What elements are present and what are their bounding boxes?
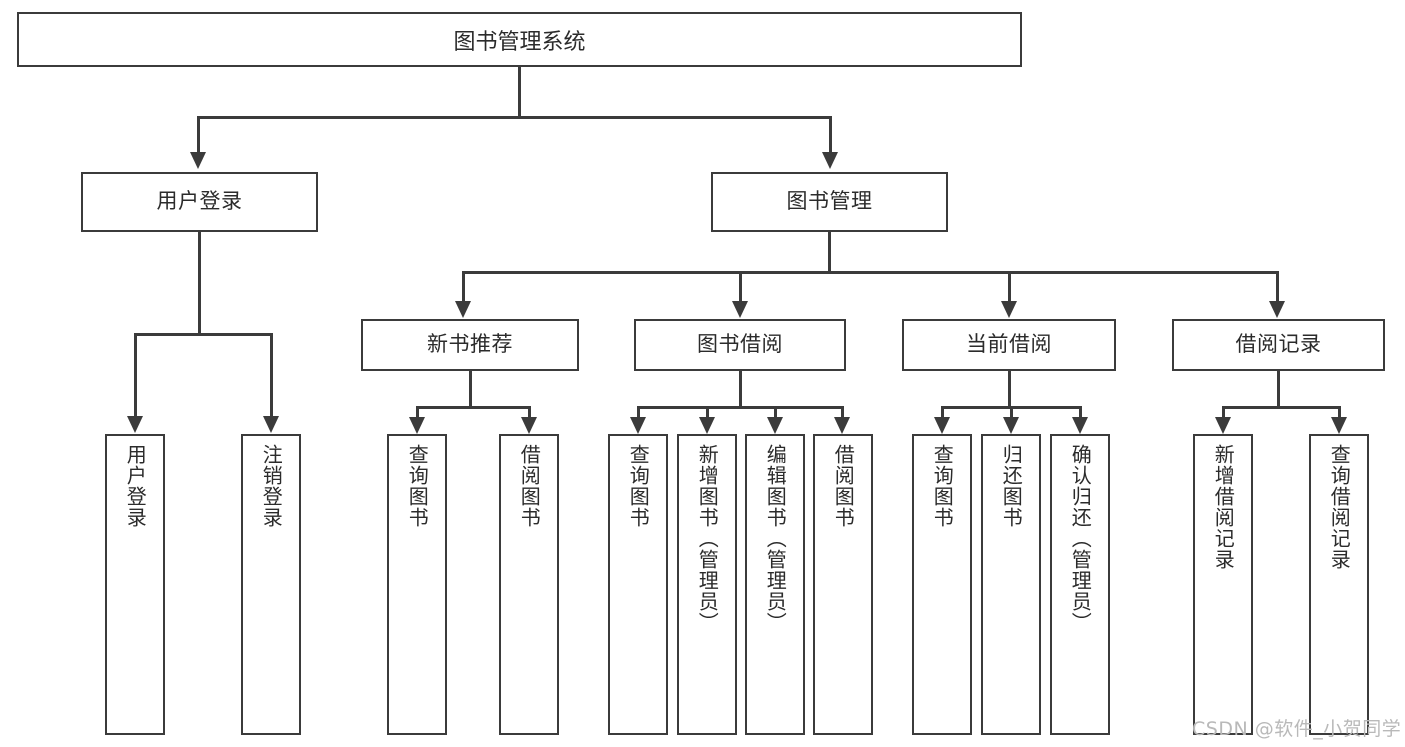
- node-current-borrow[interactable]: 当前借阅: [902, 319, 1116, 371]
- arrowhead-user-login: [190, 152, 206, 169]
- leaf-add-book[interactable]: 新增图书（管理员）: [677, 434, 737, 735]
- leaf-query-book-3[interactable]: 查询图书: [912, 434, 972, 735]
- arrowhead-leaf-query-book-2: [630, 417, 646, 434]
- connector-bb-drop-3: [774, 406, 777, 419]
- leaf-add-record-label: 新增借阅记录: [1211, 444, 1236, 570]
- leaf-borrow-book-1-label: 借阅图书: [517, 444, 542, 528]
- connector-br-bus: [1222, 406, 1340, 409]
- arrowhead-leaf-query-record: [1331, 417, 1347, 434]
- leaf-logout-login[interactable]: 注销登录: [241, 434, 301, 735]
- arrowhead-leaf-return-book: [1003, 417, 1019, 434]
- node-new-book-recommend[interactable]: 新书推荐: [361, 319, 579, 371]
- connector-nbr-drop-2: [528, 406, 531, 419]
- arrowhead-book-borrow: [732, 301, 748, 318]
- connector-nbr-stem: [469, 371, 472, 408]
- node-book-borrow-label: 图书借阅: [697, 332, 783, 357]
- arrowhead-leaf-add-book: [699, 417, 715, 434]
- leaf-borrow-book-2-label: 借阅图书: [831, 444, 856, 528]
- connector-book-manage-stem: [828, 232, 831, 274]
- connector-bb-drop-2: [706, 406, 709, 419]
- connector-bm-drop-3: [1008, 271, 1011, 303]
- connector-root-to-user-login: [197, 116, 200, 154]
- arrowhead-current-borrow: [1001, 301, 1017, 318]
- arrowhead-leaf-confirm-return: [1072, 417, 1088, 434]
- connector-bb-drop-1: [637, 406, 640, 419]
- arrowhead-borrow-record: [1269, 301, 1285, 318]
- leaf-query-book-3-label: 查询图书: [930, 444, 955, 528]
- connector-cb-stem: [1008, 371, 1011, 408]
- arrowhead-leaf-edit-book: [767, 417, 783, 434]
- leaf-query-record-label: 查询借阅记录: [1327, 444, 1352, 570]
- node-new-book-recommend-label: 新书推荐: [427, 332, 513, 357]
- arrowhead-leaf-query-book-1: [409, 417, 425, 434]
- connector-cb-drop-1: [941, 406, 944, 419]
- connector-book-manage-bus: [462, 271, 1276, 274]
- leaf-return-book-label: 归还图书: [999, 444, 1024, 528]
- arrowhead-new-book-recommend: [455, 301, 471, 318]
- leaf-add-book-label: 新增图书（管理员）: [695, 444, 720, 633]
- node-borrow-record-label: 借阅记录: [1235, 332, 1322, 357]
- connector-root-stem: [518, 67, 521, 118]
- connector-bm-drop-2: [739, 271, 742, 303]
- connector-nbr-drop-1: [416, 406, 419, 419]
- connector-bb-bus: [637, 406, 843, 409]
- node-book-manage-label: 图书管理: [786, 189, 873, 214]
- leaf-user-login[interactable]: 用户登录: [105, 434, 165, 735]
- leaf-query-book-2-label: 查询图书: [626, 444, 651, 528]
- connector-br-stem: [1277, 371, 1280, 408]
- watermark: CSDN @软件_小贺同学: [1192, 718, 1402, 740]
- leaf-borrow-book-1[interactable]: 借阅图书: [499, 434, 559, 735]
- node-book-borrow[interactable]: 图书借阅: [634, 319, 846, 371]
- leaf-confirm-return-label: 确认归还（管理员）: [1068, 444, 1093, 633]
- leaf-query-book-1[interactable]: 查询图书: [387, 434, 447, 735]
- node-user-login-label: 用户登录: [156, 189, 243, 214]
- leaf-query-book-1-label: 查询图书: [405, 444, 430, 528]
- node-current-borrow-label: 当前借阅: [966, 332, 1052, 357]
- connector-user-login-bus: [134, 333, 272, 336]
- connector-br-drop-1: [1222, 406, 1225, 419]
- connector-bm-drop-1: [462, 271, 465, 303]
- leaf-edit-book[interactable]: 编辑图书（管理员）: [745, 434, 805, 735]
- leaf-confirm-return[interactable]: 确认归还（管理员）: [1050, 434, 1110, 735]
- node-user-login[interactable]: 用户登录: [81, 172, 318, 232]
- connector-root-bus: [197, 116, 831, 119]
- leaf-query-book-2[interactable]: 查询图书: [608, 434, 668, 735]
- arrowhead-leaf-query-book-3: [934, 417, 950, 434]
- connector-bm-drop-4: [1276, 271, 1279, 303]
- arrowhead-leaf-borrow-book-2: [834, 417, 850, 434]
- connector-user-login-stem: [198, 232, 201, 335]
- leaf-query-record[interactable]: 查询借阅记录: [1309, 434, 1369, 735]
- arrowhead-leaf-user-login: [127, 416, 143, 433]
- leaf-return-book[interactable]: 归还图书: [981, 434, 1041, 735]
- leaf-logout-login-label: 注销登录: [259, 444, 284, 528]
- leaf-add-record[interactable]: 新增借阅记录: [1193, 434, 1253, 735]
- leaf-edit-book-label: 编辑图书（管理员）: [763, 444, 788, 633]
- arrowhead-leaf-add-record: [1215, 417, 1231, 434]
- connector-user-login-drop-2: [270, 333, 273, 418]
- leaf-user-login-label: 用户登录: [123, 444, 148, 528]
- connector-nbr-bus: [416, 406, 530, 409]
- node-book-manage[interactable]: 图书管理: [711, 172, 948, 232]
- connector-user-login-drop-1: [134, 333, 137, 418]
- connector-cb-drop-2: [1010, 406, 1013, 419]
- connector-root-to-book-manage: [829, 116, 832, 154]
- node-borrow-record[interactable]: 借阅记录: [1172, 319, 1385, 371]
- connector-bb-stem: [739, 371, 742, 408]
- node-root-label: 图书管理系统: [453, 29, 586, 55]
- connector-br-drop-2: [1338, 406, 1341, 419]
- connector-bb-drop-4: [841, 406, 844, 419]
- arrowhead-leaf-logout-login: [263, 416, 279, 433]
- connector-cb-drop-3: [1079, 406, 1082, 419]
- leaf-borrow-book-2[interactable]: 借阅图书: [813, 434, 873, 735]
- arrowhead-book-manage: [822, 152, 838, 169]
- arrowhead-leaf-borrow-book-1: [521, 417, 537, 434]
- node-root[interactable]: 图书管理系统: [17, 12, 1022, 67]
